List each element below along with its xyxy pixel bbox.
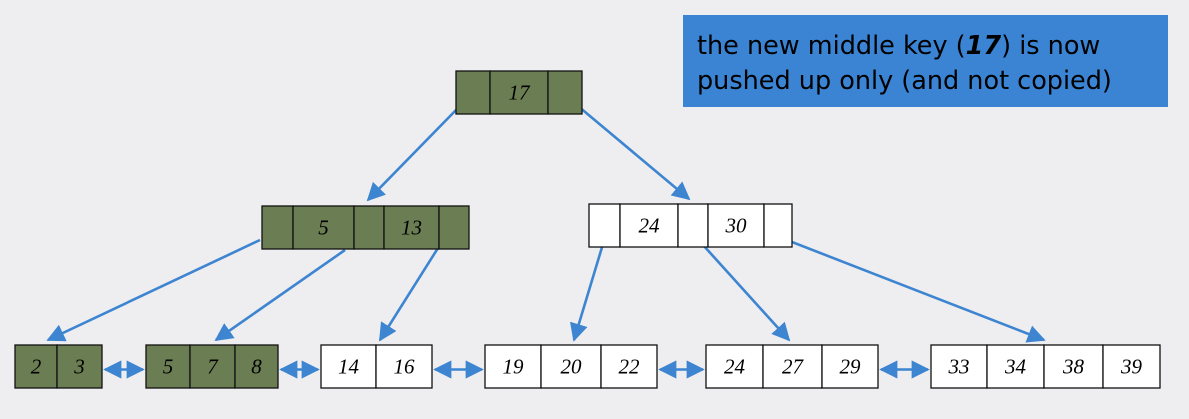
pointer-cell	[677, 203, 709, 248]
key-cell	[383, 205, 440, 250]
key-cell	[762, 344, 823, 389]
pointer-to-leaf-2	[214, 248, 346, 342]
key-cell	[821, 344, 879, 389]
internal-node: 24 30	[588, 203, 793, 248]
key-label: 5	[163, 355, 174, 379]
key-label: 19	[503, 355, 525, 379]
key-cell	[292, 205, 355, 250]
key-label: 38	[1062, 355, 1085, 379]
pointer-to-leaf-1	[46, 238, 261, 342]
key-cell	[375, 344, 433, 389]
callout-text-pre: the new middle key (	[697, 31, 966, 61]
pointer-cell	[261, 205, 294, 250]
callout-key: 17	[965, 31, 1002, 61]
callout-box: the new middle key (17) is now pushed up…	[683, 15, 1168, 107]
key-label: 16	[394, 355, 416, 379]
key-cell	[986, 344, 1045, 389]
key-label: 33	[948, 355, 970, 379]
key-cell	[484, 344, 542, 389]
key-label: 20	[561, 355, 583, 379]
key-label: 30	[725, 214, 748, 238]
root-node: 17	[455, 70, 583, 115]
pointer-to-leaf-4	[570, 233, 608, 342]
key-label: 39	[1120, 355, 1143, 379]
root-right-pointer	[565, 95, 691, 201]
key-cell	[145, 344, 191, 389]
leaf-node: 5 7 8	[145, 344, 279, 389]
key-cell	[930, 344, 988, 389]
key-label: 8	[251, 355, 262, 379]
pointer-to-leaf-5	[693, 234, 791, 342]
key-label: 13	[401, 216, 422, 240]
key-label: 5	[318, 216, 329, 240]
key-cell	[1043, 344, 1104, 389]
leaf-node: 19 20 22	[484, 344, 658, 389]
key-cell	[320, 344, 377, 389]
key-cell	[1102, 344, 1161, 389]
key-cell	[14, 344, 58, 389]
key-label: 7	[207, 355, 219, 379]
key-label: 17	[509, 81, 532, 105]
key-cell	[705, 344, 764, 389]
key-label: 24	[724, 355, 746, 379]
key-label: 27	[782, 355, 805, 379]
key-cell	[56, 344, 103, 389]
key-label: 29	[840, 355, 862, 379]
leaf-node: 24 27 29	[705, 344, 879, 389]
key-label: 2	[31, 355, 42, 379]
key-label: 34	[1004, 355, 1027, 379]
key-label: 3	[73, 355, 85, 379]
key-label: 22	[619, 355, 641, 379]
pointer-to-leaf-6	[773, 233, 1046, 343]
leaf-node: 33 34 38 39	[930, 344, 1161, 389]
callout-text-post: ) is now	[1001, 31, 1101, 61]
pointer-cell	[763, 203, 793, 248]
key-label: 24	[639, 214, 661, 238]
internal-node: 5 13	[261, 205, 470, 250]
key-label: 14	[338, 355, 360, 379]
pointer-cell	[588, 203, 621, 248]
pointer-to-leaf-3	[378, 247, 440, 342]
pointer-cell	[547, 70, 583, 115]
root-left-pointer	[366, 107, 459, 202]
key-cell	[234, 344, 279, 389]
leaf-node: 14 16	[320, 344, 433, 389]
key-cell	[489, 70, 549, 115]
key-cell	[600, 344, 658, 389]
pointer-cell	[438, 205, 470, 250]
pointer-cell	[353, 205, 385, 250]
callout-line-1: the new middle key (17) is now	[697, 29, 1156, 64]
pointer-cell	[455, 70, 491, 115]
key-cell	[540, 344, 602, 389]
callout-line-2: pushed up only (and not copied)	[697, 66, 1112, 96]
tree-edges	[46, 95, 1046, 379]
